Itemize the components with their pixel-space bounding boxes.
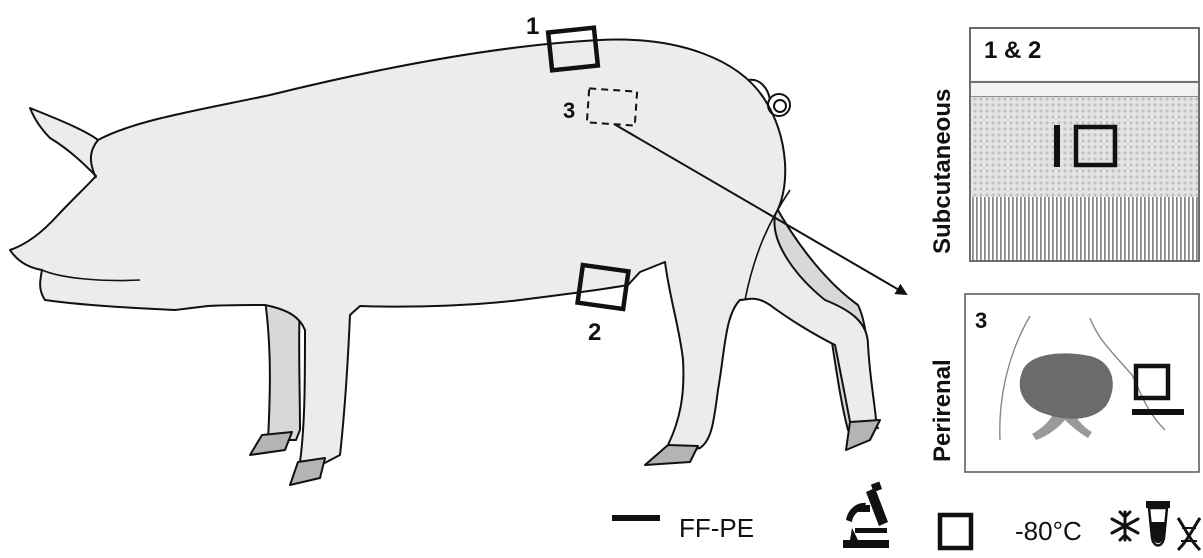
pig-hoof-hind-right <box>846 420 880 450</box>
site-3-label: 3 <box>563 98 575 123</box>
perirenal-panel: 3 Perirenal <box>929 294 1199 472</box>
tube-icon <box>1146 501 1170 546</box>
subcutaneous-panel: 1 & 2 Subcutaneous <box>929 28 1199 261</box>
pig-hoof-front-left <box>250 432 292 455</box>
muscle-layer <box>971 197 1199 260</box>
subcutaneous-corner-label: 1 & 2 <box>984 37 1041 64</box>
legend: FF-PE -80°C <box>612 482 1200 550</box>
pig-rear-fore-leg <box>265 300 300 440</box>
frozen-legend-swatch <box>940 515 971 548</box>
site-2-label: 2 <box>588 319 601 346</box>
site-1-label: 1 <box>526 13 539 40</box>
pig-body <box>10 40 876 468</box>
dna-icon <box>1178 518 1200 550</box>
subcutaneous-ffpe-marker <box>1054 125 1060 167</box>
freeze-legend-label: -80°C <box>1015 516 1082 546</box>
pig-illustration <box>10 40 880 485</box>
perirenal-side-label: Perirenal <box>929 359 956 462</box>
ffpe-legend-label: FF-PE <box>679 513 754 543</box>
perirenal-corner-label: 3 <box>975 308 987 333</box>
pig-hoof-hind-left <box>645 445 698 465</box>
subcutaneous-side-label: Subcutaneous <box>929 89 956 254</box>
pig-hoof-front-right <box>290 458 325 485</box>
ffpe-legend-swatch <box>612 515 660 521</box>
snowflake-icon <box>1112 512 1138 540</box>
microscope-icon <box>843 482 889 548</box>
perirenal-ffpe-marker <box>1132 409 1184 415</box>
fat-layer <box>971 97 1199 197</box>
